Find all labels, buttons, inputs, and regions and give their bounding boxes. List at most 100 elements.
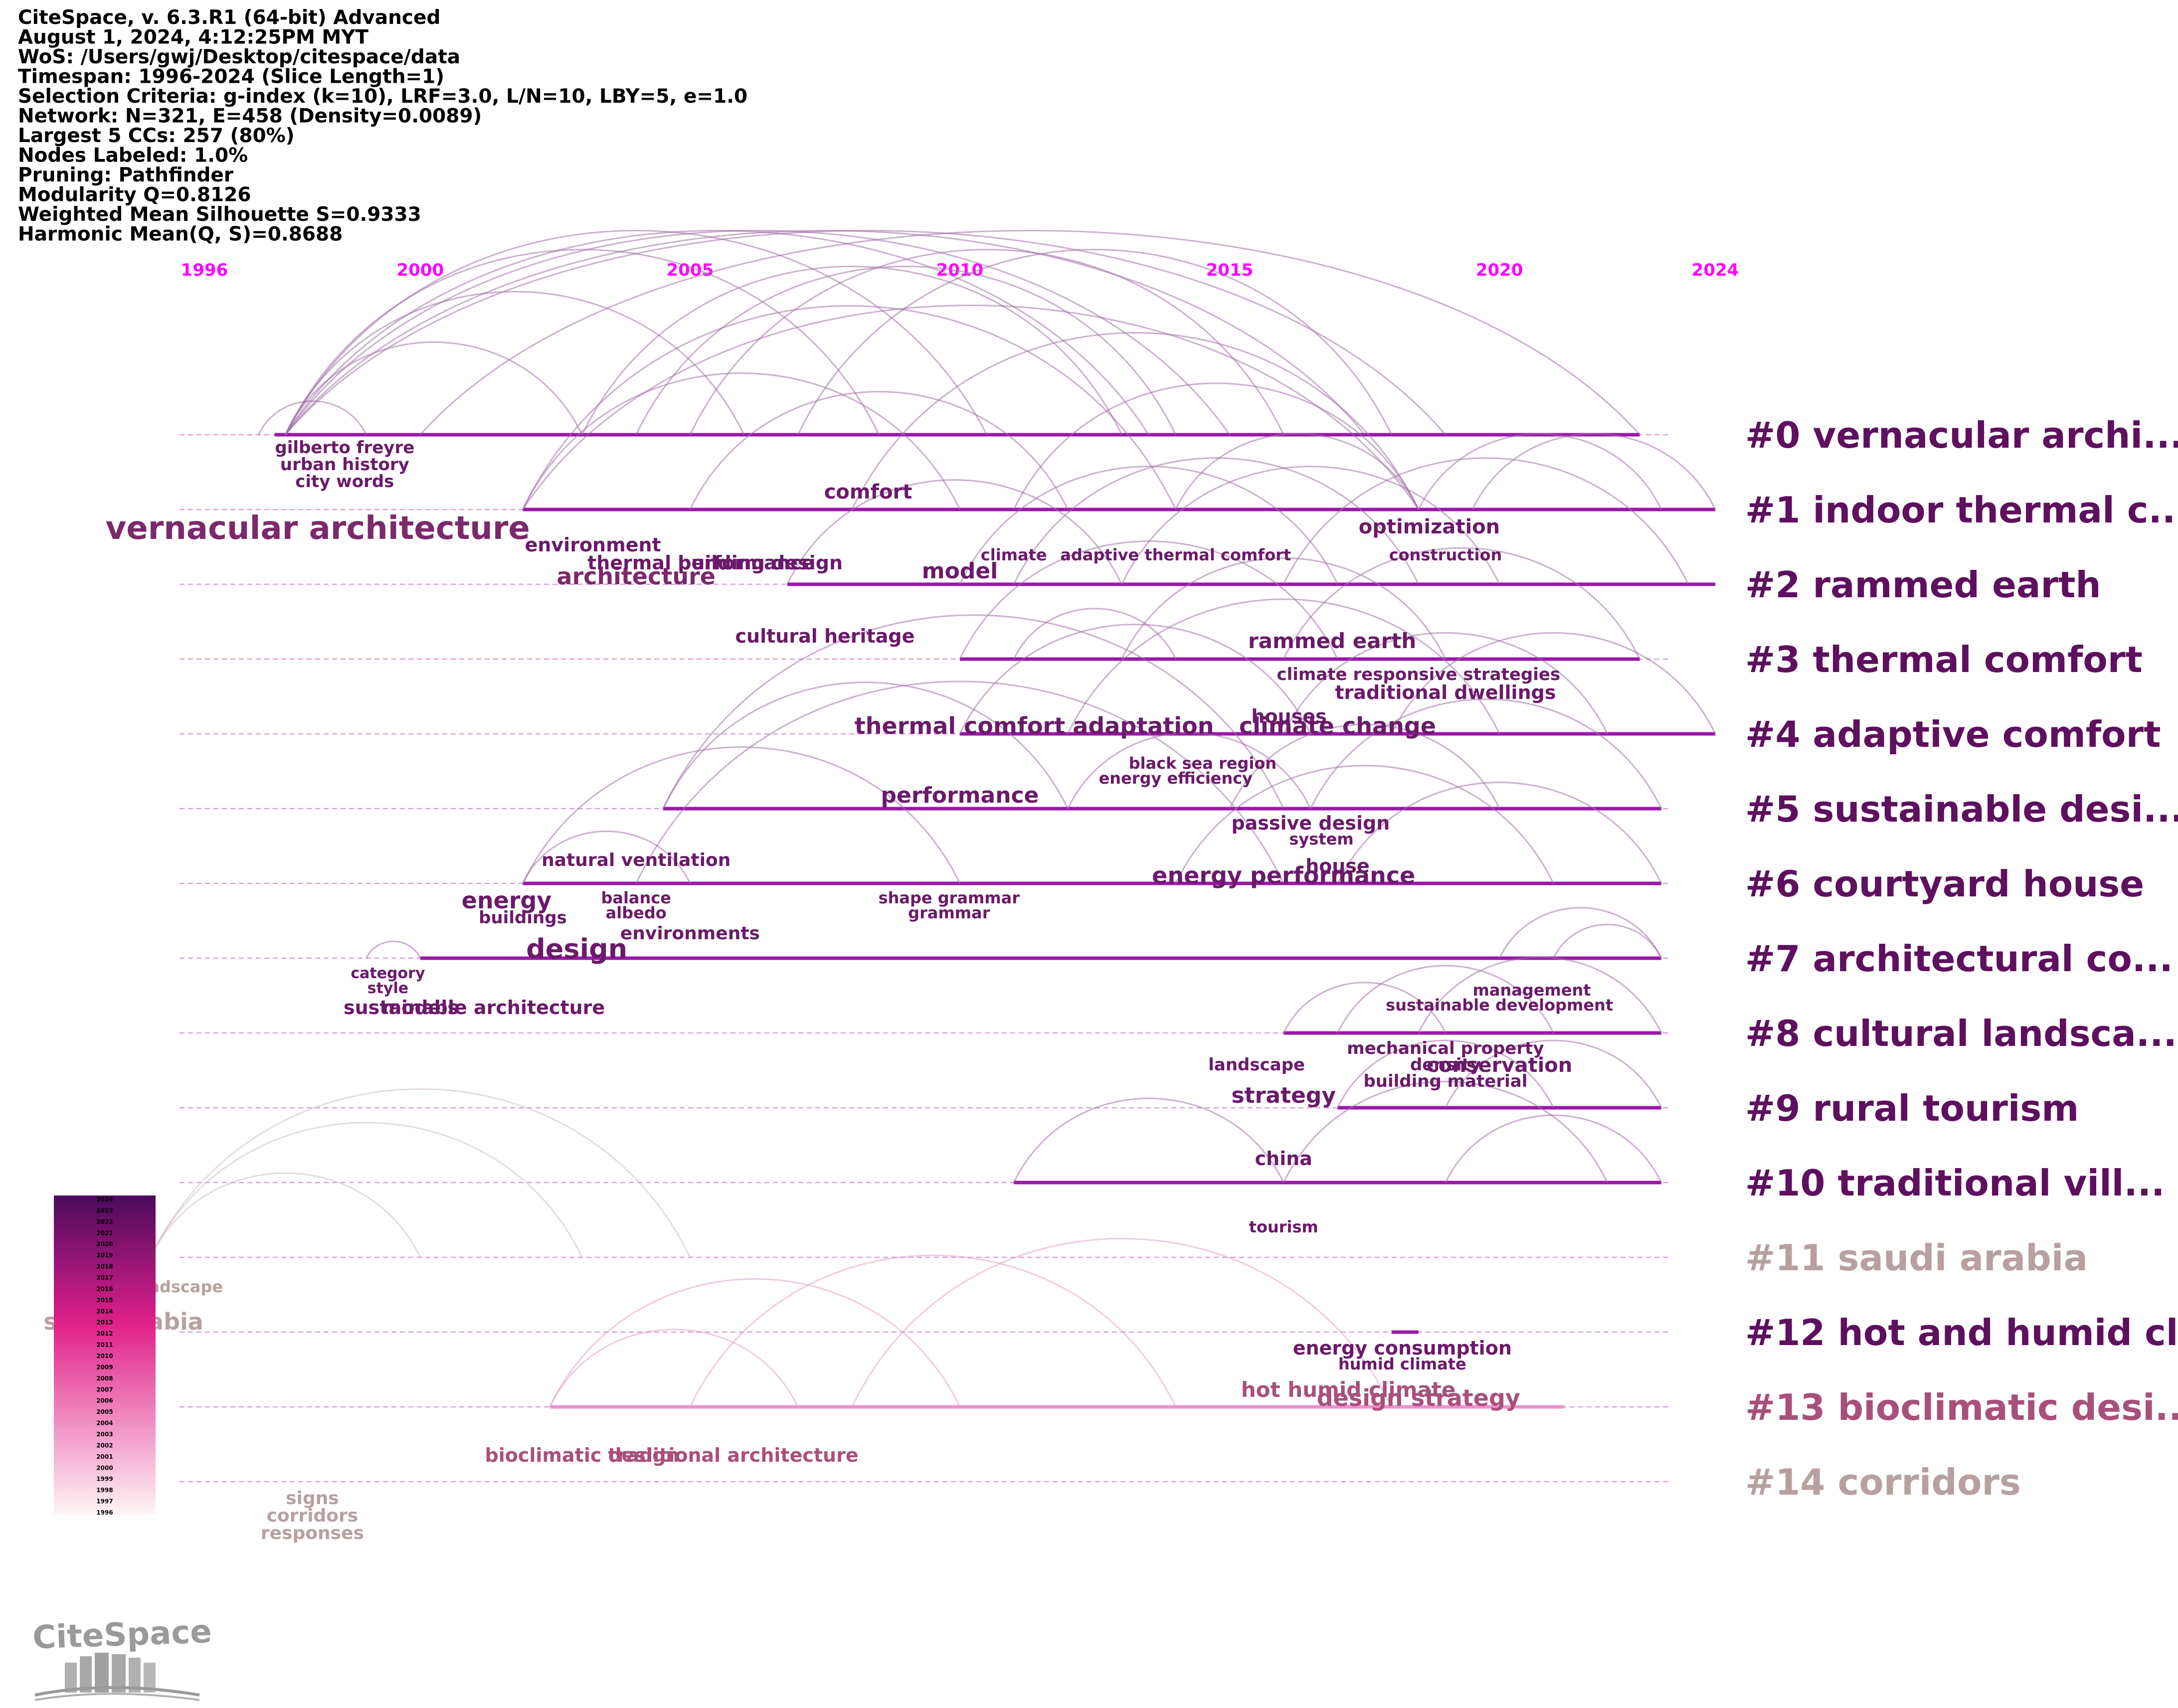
keyword-label: humid climate [1338, 1355, 1466, 1373]
cluster-label[interactable]: #10 traditional vill... [1745, 1162, 2165, 1204]
citation-arc [959, 466, 1338, 585]
header-line: Selection Criteria: g-index (k=10), LRF=… [18, 85, 747, 108]
cluster-label[interactable]: #5 sustainable desi... [1745, 788, 2178, 830]
keyword-label: buildings [479, 908, 567, 928]
citation-arc [581, 266, 1122, 435]
citation-arc [1175, 765, 1554, 884]
cluster-label[interactable]: #8 cultural landsca... [1745, 1013, 2177, 1054]
keyword-label: energy performance [1152, 862, 1415, 889]
citation-arc [285, 230, 1447, 435]
cluster-label[interactable]: #4 adaptive comfort [1745, 713, 2161, 755]
citation-arc [1445, 1039, 1662, 1108]
keyword-label: passive design [1232, 812, 1390, 834]
legend-year-label: 2023 [96, 1207, 113, 1214]
keyword-label: density [1410, 1055, 1481, 1075]
citation-arc [549, 1278, 961, 1407]
citation-arc [522, 305, 1177, 510]
keyword-label: signs [286, 1488, 339, 1509]
citation-arc [1121, 466, 1500, 585]
keyword-label: adaptation [1073, 712, 1214, 739]
citation-arc [257, 400, 367, 435]
year-tick-label: 2024 [1692, 260, 1739, 280]
cluster-label[interactable]: #9 rural tourism [1745, 1087, 2079, 1129]
cluster-label[interactable]: #7 architectural co... [1745, 938, 2173, 980]
legend-year-label: 2018 [96, 1263, 113, 1270]
keyword-label: cultural heritage [735, 625, 915, 647]
citation-arc [150, 1172, 421, 1258]
keyword-label: balance [601, 888, 671, 907]
legend-year-label: 1999 [96, 1476, 113, 1483]
keyword-label: thermal comfort [855, 712, 1065, 739]
header-line: Timespan: 1996-2024 (Slice Length=1) [18, 66, 444, 88]
keyword-label: environment [525, 534, 661, 556]
keyword-label: gilberto freyre [275, 438, 414, 458]
keyword-label: natural ventilation [542, 850, 730, 870]
cluster-label[interactable]: #1 indoor thermal c... [1745, 489, 2178, 531]
citation-arc [1229, 723, 1500, 809]
cluster-label[interactable]: #13 bioclimatic desi... [1745, 1386, 2178, 1428]
citation-arc [959, 624, 1311, 734]
legend-year-label: 2002 [96, 1442, 113, 1449]
citation-arcs [150, 230, 1716, 1407]
legend-year-label: 2007 [96, 1386, 113, 1393]
legend-year-label: 2019 [96, 1252, 113, 1259]
year-tick-label: 1996 [181, 260, 228, 280]
keyword-label: climate change [1239, 712, 1436, 739]
keyword-label: hot humid climate [1241, 1377, 1455, 1402]
citation-arc [1391, 632, 1716, 734]
keyword-label: conservation [1427, 1054, 1572, 1077]
keyword-label: style [367, 980, 408, 997]
citation-arc [1471, 433, 1716, 510]
keyword-label: architecture [556, 563, 716, 590]
header-line: Pruning: Pathfinder [18, 164, 234, 186]
keyword-label: tourism [1249, 1217, 1318, 1236]
header-line: Harmonic Mean(Q, S)=0.8688 [18, 223, 343, 246]
cluster-label[interactable]: #14 corridors [1745, 1461, 2021, 1503]
legend-year-label: 2000 [96, 1464, 113, 1471]
cluster-label[interactable]: #2 rammed earth [1745, 564, 2101, 606]
legend-year-label: 2022 [96, 1218, 113, 1225]
keyword-label: bioclimatic design [485, 1444, 680, 1466]
keyword-label: performance [881, 783, 1039, 808]
cluster-label[interactable]: #3 thermal comfort [1745, 639, 2143, 681]
citation-arc [285, 230, 1150, 435]
legend-year-label: 2010 [96, 1353, 113, 1360]
citation-arc [150, 1088, 691, 1258]
year-tick-label: 2000 [397, 260, 444, 280]
cluster-label[interactable]: #6 courtyard house [1745, 863, 2144, 905]
legend-year-label: 2008 [96, 1375, 113, 1382]
cluster-label[interactable]: #12 hot and humid cl... [1745, 1312, 2178, 1354]
logo-text: CiteSpace [32, 1613, 212, 1656]
citation-arc [635, 681, 1284, 884]
header-line: Modularity Q=0.8126 [18, 184, 251, 206]
keyword-label: environments [620, 923, 760, 944]
cluster-tracks [180, 433, 1715, 1483]
citation-arc [689, 1254, 1177, 1407]
cluster-label[interactable]: #11 saudi arabia [1745, 1237, 2088, 1279]
keyword-label: houses [1251, 705, 1326, 727]
legend-year-label: 2015 [96, 1297, 113, 1304]
keyword-label: model [922, 558, 998, 584]
keyword-label: sustainable architecture [344, 997, 605, 1019]
citation-arc [522, 831, 691, 884]
keyword-label: traditional architecture [608, 1444, 858, 1466]
cluster-label[interactable]: #0 vernacular archi... [1745, 414, 2178, 456]
header-line: WoS: /Users/gwj/Desktop/citespace/data [18, 46, 460, 68]
citation-arc [1013, 382, 1420, 510]
keyword-label: energy efficiency [1099, 769, 1253, 788]
citation-arc [1445, 1114, 1662, 1183]
cluster-labels: #0 vernacular archi... #1 indoor thermal … [1745, 414, 2178, 1503]
citation-arc [689, 249, 1284, 435]
legend-year-label: 2009 [96, 1364, 113, 1370]
keyword-label: city words [295, 472, 394, 492]
keyword-label: china [1255, 1148, 1312, 1170]
keyword-label: management [1473, 981, 1591, 1000]
keyword-label: building design [678, 552, 843, 574]
citation-arc [662, 682, 1069, 809]
keyword-label: traditional dwellings [1335, 682, 1556, 703]
legend-year-label: 2014 [96, 1308, 113, 1315]
citation-arc [1067, 598, 1500, 734]
citation-arc [1282, 632, 1608, 734]
header-line: Network: N=321, E=458 (Density=0.0089) [18, 105, 482, 128]
